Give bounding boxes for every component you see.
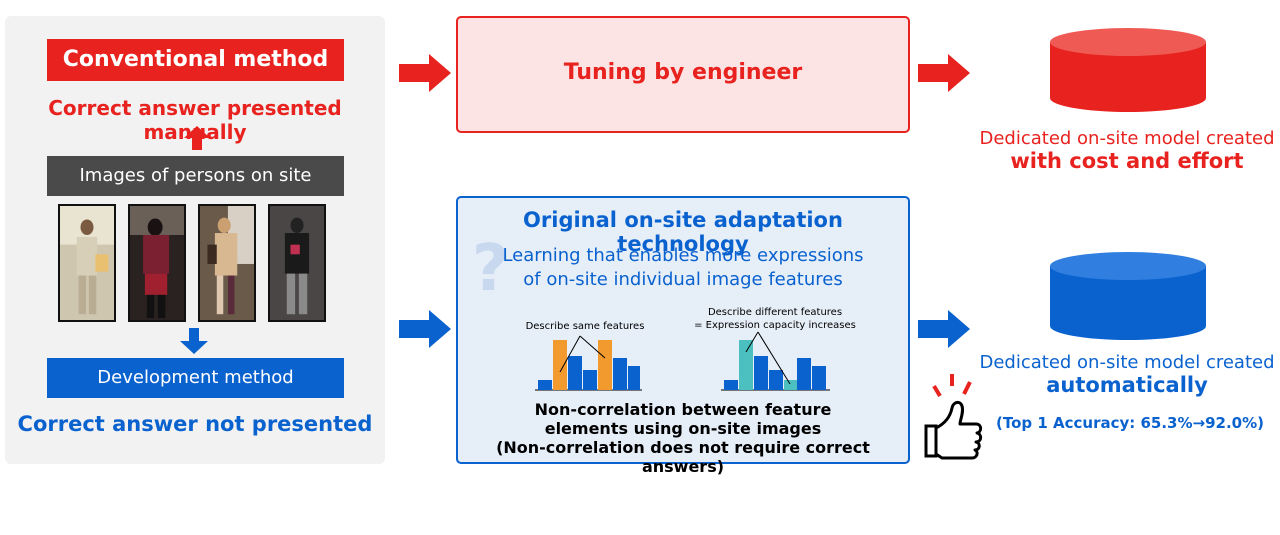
accuracy-text: (Top 1 Accuracy: 65.3%→92.0%) (995, 414, 1264, 432)
bar (769, 370, 783, 390)
correct-answer-manual-text: Correct answer presented manually (48, 96, 342, 144)
images-of-persons-label: Images of persons on site (47, 156, 344, 196)
result-red-line-2: with cost and effort (1010, 149, 1244, 173)
subtitle-line-1: Learning that enables more expressions (502, 245, 864, 266)
bar (538, 380, 552, 390)
subtitle-line-2: of on-site individual image features (523, 269, 843, 290)
arrow-up-icon (184, 126, 210, 150)
non-correlation-line-1: Non-correlation between feature (534, 400, 832, 419)
same-features-label: Describe same features (525, 321, 645, 332)
bar (598, 340, 612, 390)
question-mark-icon: ? (472, 232, 509, 298)
person-photo-1 (58, 204, 116, 322)
bar (568, 356, 582, 390)
arrow-down-icon (180, 328, 208, 354)
arrow-right-icon (918, 310, 970, 348)
result-blue-line-1: Dedicated on-site model created (979, 352, 1275, 373)
development-method-label: Development method (47, 358, 344, 398)
bar (812, 366, 826, 390)
different-features-bar-chart (721, 331, 830, 391)
database-icon (1050, 28, 1206, 112)
person-photo-2 (128, 204, 186, 322)
thumbs-up-icon (924, 374, 983, 460)
result-blue-text: Dedicated on-site model created automati… (962, 352, 1280, 397)
bar (553, 340, 567, 390)
bar (784, 380, 798, 390)
non-correlation-line-2: elements using on-site images (544, 419, 822, 438)
same-features-bar-chart (535, 335, 642, 391)
non-correlation-line-3: (Non-correlation does not require correc… (496, 438, 870, 476)
original-technology-subtitle: Learning that enables more expressions o… (456, 244, 910, 292)
bar (739, 340, 753, 390)
arrow-right-icon (399, 54, 451, 92)
svg-text:?: ? (472, 232, 509, 298)
person-photo-4 (268, 204, 326, 322)
database-icon (1050, 252, 1206, 340)
bar (613, 358, 627, 390)
correct-answer-not-presented-text: Correct answer not presented (17, 412, 373, 436)
bar (583, 370, 597, 390)
person-photo-3 (198, 204, 256, 322)
result-blue-line-2: automatically (1046, 373, 1208, 397)
bar (628, 366, 640, 390)
different-features-label: Describe different features = Expression… (690, 306, 860, 332)
conventional-method-label: Conventional method (47, 39, 344, 81)
bar (724, 380, 738, 390)
original-technology-title: Original on-site adaptation technology (523, 208, 843, 256)
tuning-by-engineer-box: Tuning by engineer (456, 16, 910, 133)
result-red-text: Dedicated on-site model created with cos… (962, 128, 1280, 173)
arrow-right-icon (399, 310, 451, 348)
different-features-line-2: = Expression capacity increases (694, 320, 856, 331)
bar (797, 358, 811, 390)
arrow-right-icon (918, 54, 970, 92)
original-technology-box (456, 196, 910, 464)
non-correlation-text: Non-correlation between feature elements… (456, 400, 910, 476)
result-red-line-1: Dedicated on-site model created (979, 128, 1275, 149)
bar (754, 356, 768, 390)
different-features-line-1: Describe different features (707, 307, 843, 318)
